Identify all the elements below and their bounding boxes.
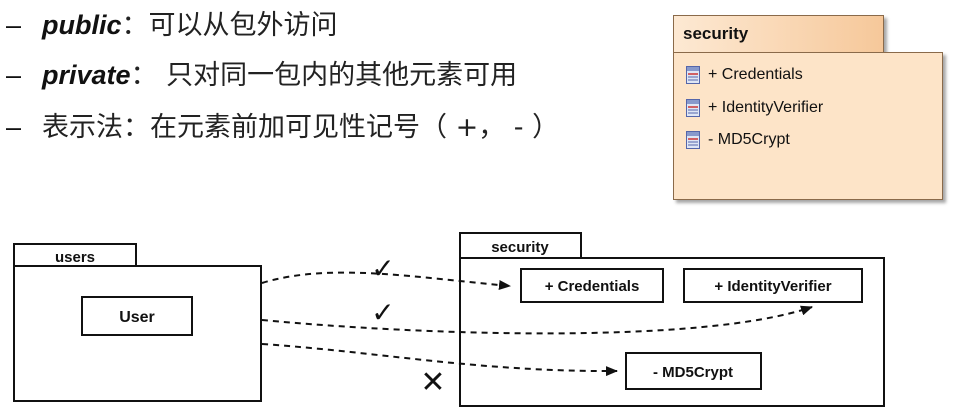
credentials-element-label: + Credentials: [545, 278, 640, 295]
ea-package-tab[interactable]: security: [673, 15, 884, 53]
class-icon: [686, 99, 700, 117]
users-package[interactable]: users User: [13, 243, 262, 402]
ea-class-label: + Credentials: [708, 66, 803, 83]
bullet-text: 表示法：在元素前加可见性记号（ +， - ）: [42, 112, 560, 143]
bullet-dash: –: [6, 10, 22, 40]
identityverifier-element[interactable]: [683, 268, 863, 303]
ea-class-item[interactable]: + IdentityVerifier: [686, 98, 823, 118]
access-arrow-credentials: [261, 271, 511, 291]
users-package-name: users: [55, 249, 95, 266]
bullet-notation: –表示法：在元素前加可见性记号（ +， - ）: [6, 112, 560, 143]
md5crypt-element-label: - MD5Crypt: [653, 364, 733, 381]
bullet-dash: –: [6, 60, 22, 90]
ea-package-name: security: [683, 24, 749, 43]
check-icon: ✓: [371, 297, 394, 328]
bullet-private: –private： 只对同一包内的其他元素可用: [6, 60, 518, 91]
identityverifier-element-label: + IdentityVerifier: [714, 278, 831, 295]
access-arrow-md5crypt: [261, 343, 618, 377]
class-icon: [686, 131, 700, 149]
ea-class-item[interactable]: - MD5Crypt: [686, 130, 790, 150]
ea-class-item[interactable]: + Credentials: [686, 65, 803, 85]
md5crypt-element[interactable]: [625, 352, 762, 390]
ea-class-label: + IdentityVerifier: [708, 99, 824, 116]
bullet-public: –public：可以从包外访问: [6, 10, 338, 41]
credentials-element[interactable]: [520, 268, 664, 303]
bullet-dash: –: [6, 112, 22, 142]
bullet-text: 可以从包外访问: [148, 10, 338, 41]
ea-class-label: - MD5Crypt: [708, 131, 790, 148]
ea-package-body[interactable]: + Credentials + IdentityVerifier - MD5Cr…: [673, 52, 943, 200]
security-package[interactable]: security + Credentials + IdentityVerifie…: [459, 232, 885, 407]
check-icon: ✓: [371, 253, 394, 284]
security-package-name: security: [491, 239, 549, 256]
bullet-colon: ：: [130, 60, 158, 91]
access-arrow-identityverifier: [261, 305, 813, 335]
class-icon: [686, 66, 700, 84]
cross-icon: ✕: [420, 366, 445, 399]
user-element[interactable]: [81, 296, 193, 336]
bullet-colon: ：: [121, 10, 149, 41]
user-element-label: User: [119, 309, 155, 326]
keyword-public: public: [42, 10, 122, 40]
bullet-text: 只对同一包内的其他元素可用: [157, 60, 518, 91]
keyword-private: private: [42, 60, 131, 90]
security-package-tab: [459, 232, 582, 259]
